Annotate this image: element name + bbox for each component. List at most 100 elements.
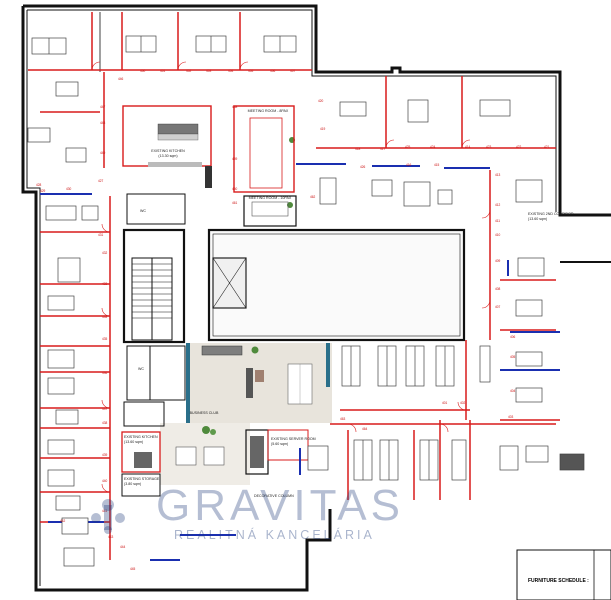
room-number-tag: 437 [102, 407, 108, 411]
room-number-tag: 451 [160, 69, 166, 73]
label-existing-kitchen-bottom-area: (13.60 sqm) [124, 440, 143, 444]
club-table-round-2 [203, 446, 225, 466]
bottom-service-rooms [121, 429, 309, 497]
room-number-tag: 434 [102, 315, 108, 319]
room-number-tag: 405 [510, 355, 516, 359]
room-number-tag: 409 [495, 259, 501, 263]
room-number-tag: 441 [102, 509, 108, 513]
club-table-round-1 [175, 446, 197, 466]
room-number-tag: 436 [102, 371, 108, 375]
room-number-tag: 453 [206, 69, 212, 73]
lounge-chair [255, 370, 264, 382]
room-number-tag: 439 [102, 453, 108, 457]
room-number-tag: 447 [100, 105, 106, 109]
label-decorative-column: DECORATIVE COLUMN [254, 494, 294, 498]
room-number-tag: 404 [510, 389, 516, 393]
room-number-tag: 445 [130, 567, 136, 571]
door-swings [91, 61, 491, 493]
room-number-tag: 407 [495, 305, 501, 309]
room-number-tag: 430 [66, 187, 72, 191]
room-number-tag: 462 [310, 195, 316, 199]
outer-walls [21, 4, 611, 592]
room-number-tag: 408 [495, 287, 501, 291]
label-existing-storage: EXISTING STORAGE [124, 477, 160, 481]
label-meeting-room-bottom: MEETING ROOM - 10PAX [249, 196, 292, 200]
room-number-tag: 428 [36, 183, 42, 187]
room-number-tag: 442 [60, 519, 66, 523]
room-number-tag: 406 [510, 335, 516, 339]
room-number-tag: 454 [228, 69, 234, 73]
label-existing-kitchen-top: EXISTING KITCHEN [151, 149, 185, 153]
room-number-tag: 431 [98, 233, 104, 237]
room-number-tag: 427 [98, 179, 104, 183]
room-number-tag: 460 [232, 187, 238, 191]
furniture-schedule: FURNITURE SCHEDULE : [516, 549, 611, 600]
stairwell [122, 228, 186, 344]
existing-kitchen-top [122, 105, 212, 188]
watermark-subtitle: REALITNÁ KANCELÁRIA [174, 527, 375, 542]
room-number-tag: 421 [544, 145, 550, 149]
room-number-tag: 432 [102, 251, 108, 255]
business-club-area [160, 137, 332, 485]
room-number-tag: 438 [102, 421, 108, 425]
room-number-tag: 443 [108, 535, 114, 539]
room-number-tag: 464 [362, 427, 368, 431]
label-existing-server-room-area: (5.60 sqm) [271, 442, 288, 446]
label-existing-server-room: EXISTING SERVER ROOM [271, 437, 316, 441]
plant-icon [202, 426, 210, 434]
room-number-tag: 415 [434, 163, 440, 167]
room-number-tag: 448 [100, 121, 106, 125]
atrium-void [207, 228, 466, 342]
label-existing-2nd-corridor-area: (13.60 sqm) [528, 217, 547, 221]
bar-counter [246, 368, 253, 398]
room-number-tag: 413 [495, 173, 501, 177]
label-existing-kitchen-top-area: (13.30 sqm) [158, 154, 177, 158]
room-number-tag: 452 [186, 69, 192, 73]
room-number-tag: 401 [442, 401, 448, 405]
room-number-tag: 426 [360, 165, 366, 169]
room-number-tag: 459 [232, 157, 238, 161]
room-number-tag: 435 [102, 337, 108, 341]
room-number-tag: 419 [320, 127, 326, 131]
room-number-tag: 444 [120, 545, 126, 549]
room-number-tag: 450 [140, 69, 146, 73]
room-number-tag: 458 [232, 105, 238, 109]
room-number-tag: 420 [318, 99, 324, 103]
room-number-tag: 424 [430, 145, 436, 149]
room-labels: EXISTING KITCHEN (13.30 sqm) MEETING ROO… [124, 109, 574, 498]
label-wc-right: WC [138, 367, 144, 371]
room-number-tag: 456 [270, 69, 276, 73]
watermark: GRAVITAS REALITNÁ KANCELÁRIA [91, 481, 404, 542]
room-number-tag: 463 [340, 417, 346, 421]
meeting-rooms [233, 105, 297, 227]
room-number-tag: 422 [516, 145, 522, 149]
wc-service-core [123, 193, 186, 427]
room-number-tag: 433 [102, 282, 108, 286]
room-number-tag: 418 [355, 147, 361, 151]
room-number-tag: 416 [406, 163, 412, 167]
room-number-tag: 425 [405, 145, 411, 149]
lounge-sofa [201, 345, 243, 356]
room-number-tag: 429 [40, 189, 46, 193]
room-number-tag: 411 [495, 219, 500, 223]
watermark-title: GRAVITAS [156, 481, 404, 530]
gravitas-logo-mark [91, 499, 125, 534]
plant-icon [251, 346, 259, 354]
room-number-tag: 410 [495, 233, 501, 237]
room-number-tag: 440 [102, 479, 108, 483]
room-number-tag: 455 [248, 69, 254, 73]
room-number-tag: 403 [508, 415, 514, 419]
room-number-tag: 414 [465, 145, 471, 149]
room-number-tag: 402 [460, 401, 466, 405]
label-existing-storage-area: (3.80 sqm) [124, 482, 141, 486]
room-number-tag: 449 [100, 151, 106, 155]
room-number-tag: 417 [380, 147, 386, 151]
label-existing-kitchen-bottom: EXISTING KITCHEN [124, 435, 158, 439]
room-number-tag: 423 [486, 145, 492, 149]
label-existing-2nd-corridor: EXISTING 2ND CORRIDOR [528, 212, 574, 216]
room-number-tag: 461 [232, 201, 238, 205]
label-wc-left: WC [140, 209, 146, 213]
label-business-club: BUSINESS CLUB [190, 411, 219, 415]
